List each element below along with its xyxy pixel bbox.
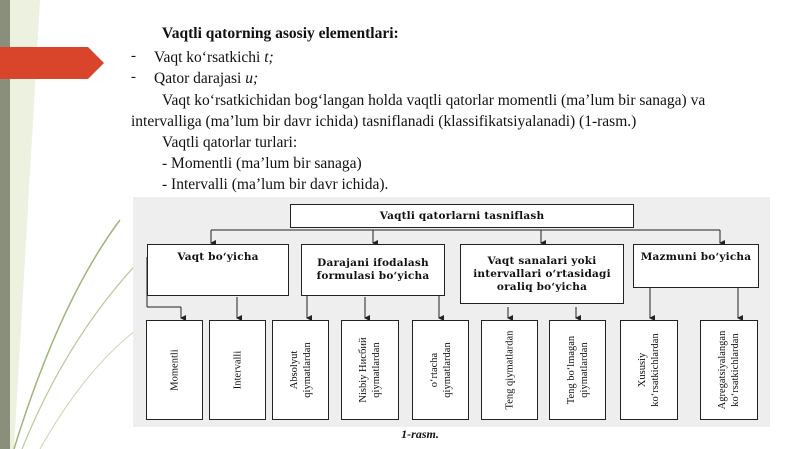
type-momentli: - Momentli (ma’lum bir sanaga) bbox=[162, 155, 362, 172]
leaf-agregatsiyalangan: Agregatsiyalangan ko‘rsatkichlardan bbox=[700, 320, 758, 420]
category-content: Mazmuni bo‘yicha bbox=[633, 244, 759, 288]
category-vaqt: Vaqt bo‘yicha bbox=[147, 244, 289, 296]
bullet-dash-2: - bbox=[131, 69, 136, 85]
figure-caption: 1-rasm. bbox=[401, 427, 439, 441]
types-title: Vaqtli qatorlar turlari: bbox=[162, 134, 298, 151]
leaf-absolyut: Absolyut qiymatlardan bbox=[272, 320, 329, 420]
curve-1 bbox=[13, 219, 121, 449]
item-level-text: Qator darajasi bbox=[154, 70, 246, 87]
leaf-label: Teng qiymatlardan bbox=[504, 330, 515, 410]
leaf-label: Xususiy ko‘rsatkichlardan bbox=[637, 333, 661, 407]
item-level-var: u; bbox=[245, 70, 259, 87]
slide-text: Vaqtli qatorning asosiy elementlari: - V… bbox=[0, 0, 800, 200]
leaf-label: Nisbiy Hисбий qiymatlardan bbox=[358, 337, 382, 403]
bullet-dash-1: - bbox=[131, 48, 136, 64]
leaf-momentli: Momentli bbox=[146, 320, 203, 420]
leaf-teng: Teng qiymatlardan bbox=[481, 320, 538, 420]
item-level: Qator darajasi u; bbox=[154, 69, 258, 89]
leaf-label: Absolyut qiymatlardan bbox=[288, 342, 313, 398]
leaf-intervalli: Intervalli bbox=[209, 320, 266, 420]
red-arrow bbox=[0, 47, 104, 79]
item-time-var: t; bbox=[264, 49, 274, 66]
leaf-ortacha: o‘rtacha qiymatlardan bbox=[412, 320, 469, 420]
leaf-nisbiy: Nisbiy Hисбий qiymatlardan bbox=[341, 320, 399, 420]
slide-decoration bbox=[0, 0, 150, 449]
category-formula: Darajani ifodalash formulasi bo‘yicha bbox=[301, 244, 445, 296]
leaf-label: Agregatsiyalangan ko‘rsatkichlardan bbox=[717, 330, 741, 410]
leaf-teng-bolmagan: Teng bo‘lmagan qiymatlardan bbox=[549, 320, 606, 420]
item-time-text: Vaqt ko‘rsatkichi bbox=[154, 49, 265, 66]
leaf-label: o‘rtacha qiymatlardan bbox=[428, 342, 453, 398]
leaf-label: Teng bo‘lmagan qiymatlardan bbox=[565, 335, 590, 405]
left-stripe bbox=[10, 0, 40, 449]
classification-diagram: Vaqtli qatorlarni tasniflash Vaqt bo‘yic… bbox=[133, 197, 770, 427]
paragraph-line-2: intervalliga (ma’lum bir davr ichida) ta… bbox=[131, 113, 637, 130]
curve-2 bbox=[21, 249, 150, 449]
item-time-indicator: Vaqt ko‘rsatkichi t; bbox=[154, 48, 274, 68]
leaf-xususiy: Xususiy ko‘rsatkichlardan bbox=[620, 320, 678, 420]
leaf-label: Intervalli bbox=[232, 350, 243, 390]
category-interval: Vaqt sanalari yoki intervallari o‘rtasid… bbox=[460, 244, 624, 304]
type-intervalli: - Intervalli (ma’lum bir davr ichida). bbox=[162, 176, 389, 193]
left-bar bbox=[0, 0, 10, 449]
heading: Vaqtli qatorning asosiy elementlari: bbox=[162, 25, 399, 42]
paragraph-line-1: Vaqt ko‘rsatkichidan bog‘langan holda va… bbox=[162, 92, 706, 109]
leaf-label: Momentli bbox=[169, 349, 180, 391]
root-box: Vaqtli qatorlarni tasniflash bbox=[290, 204, 634, 228]
